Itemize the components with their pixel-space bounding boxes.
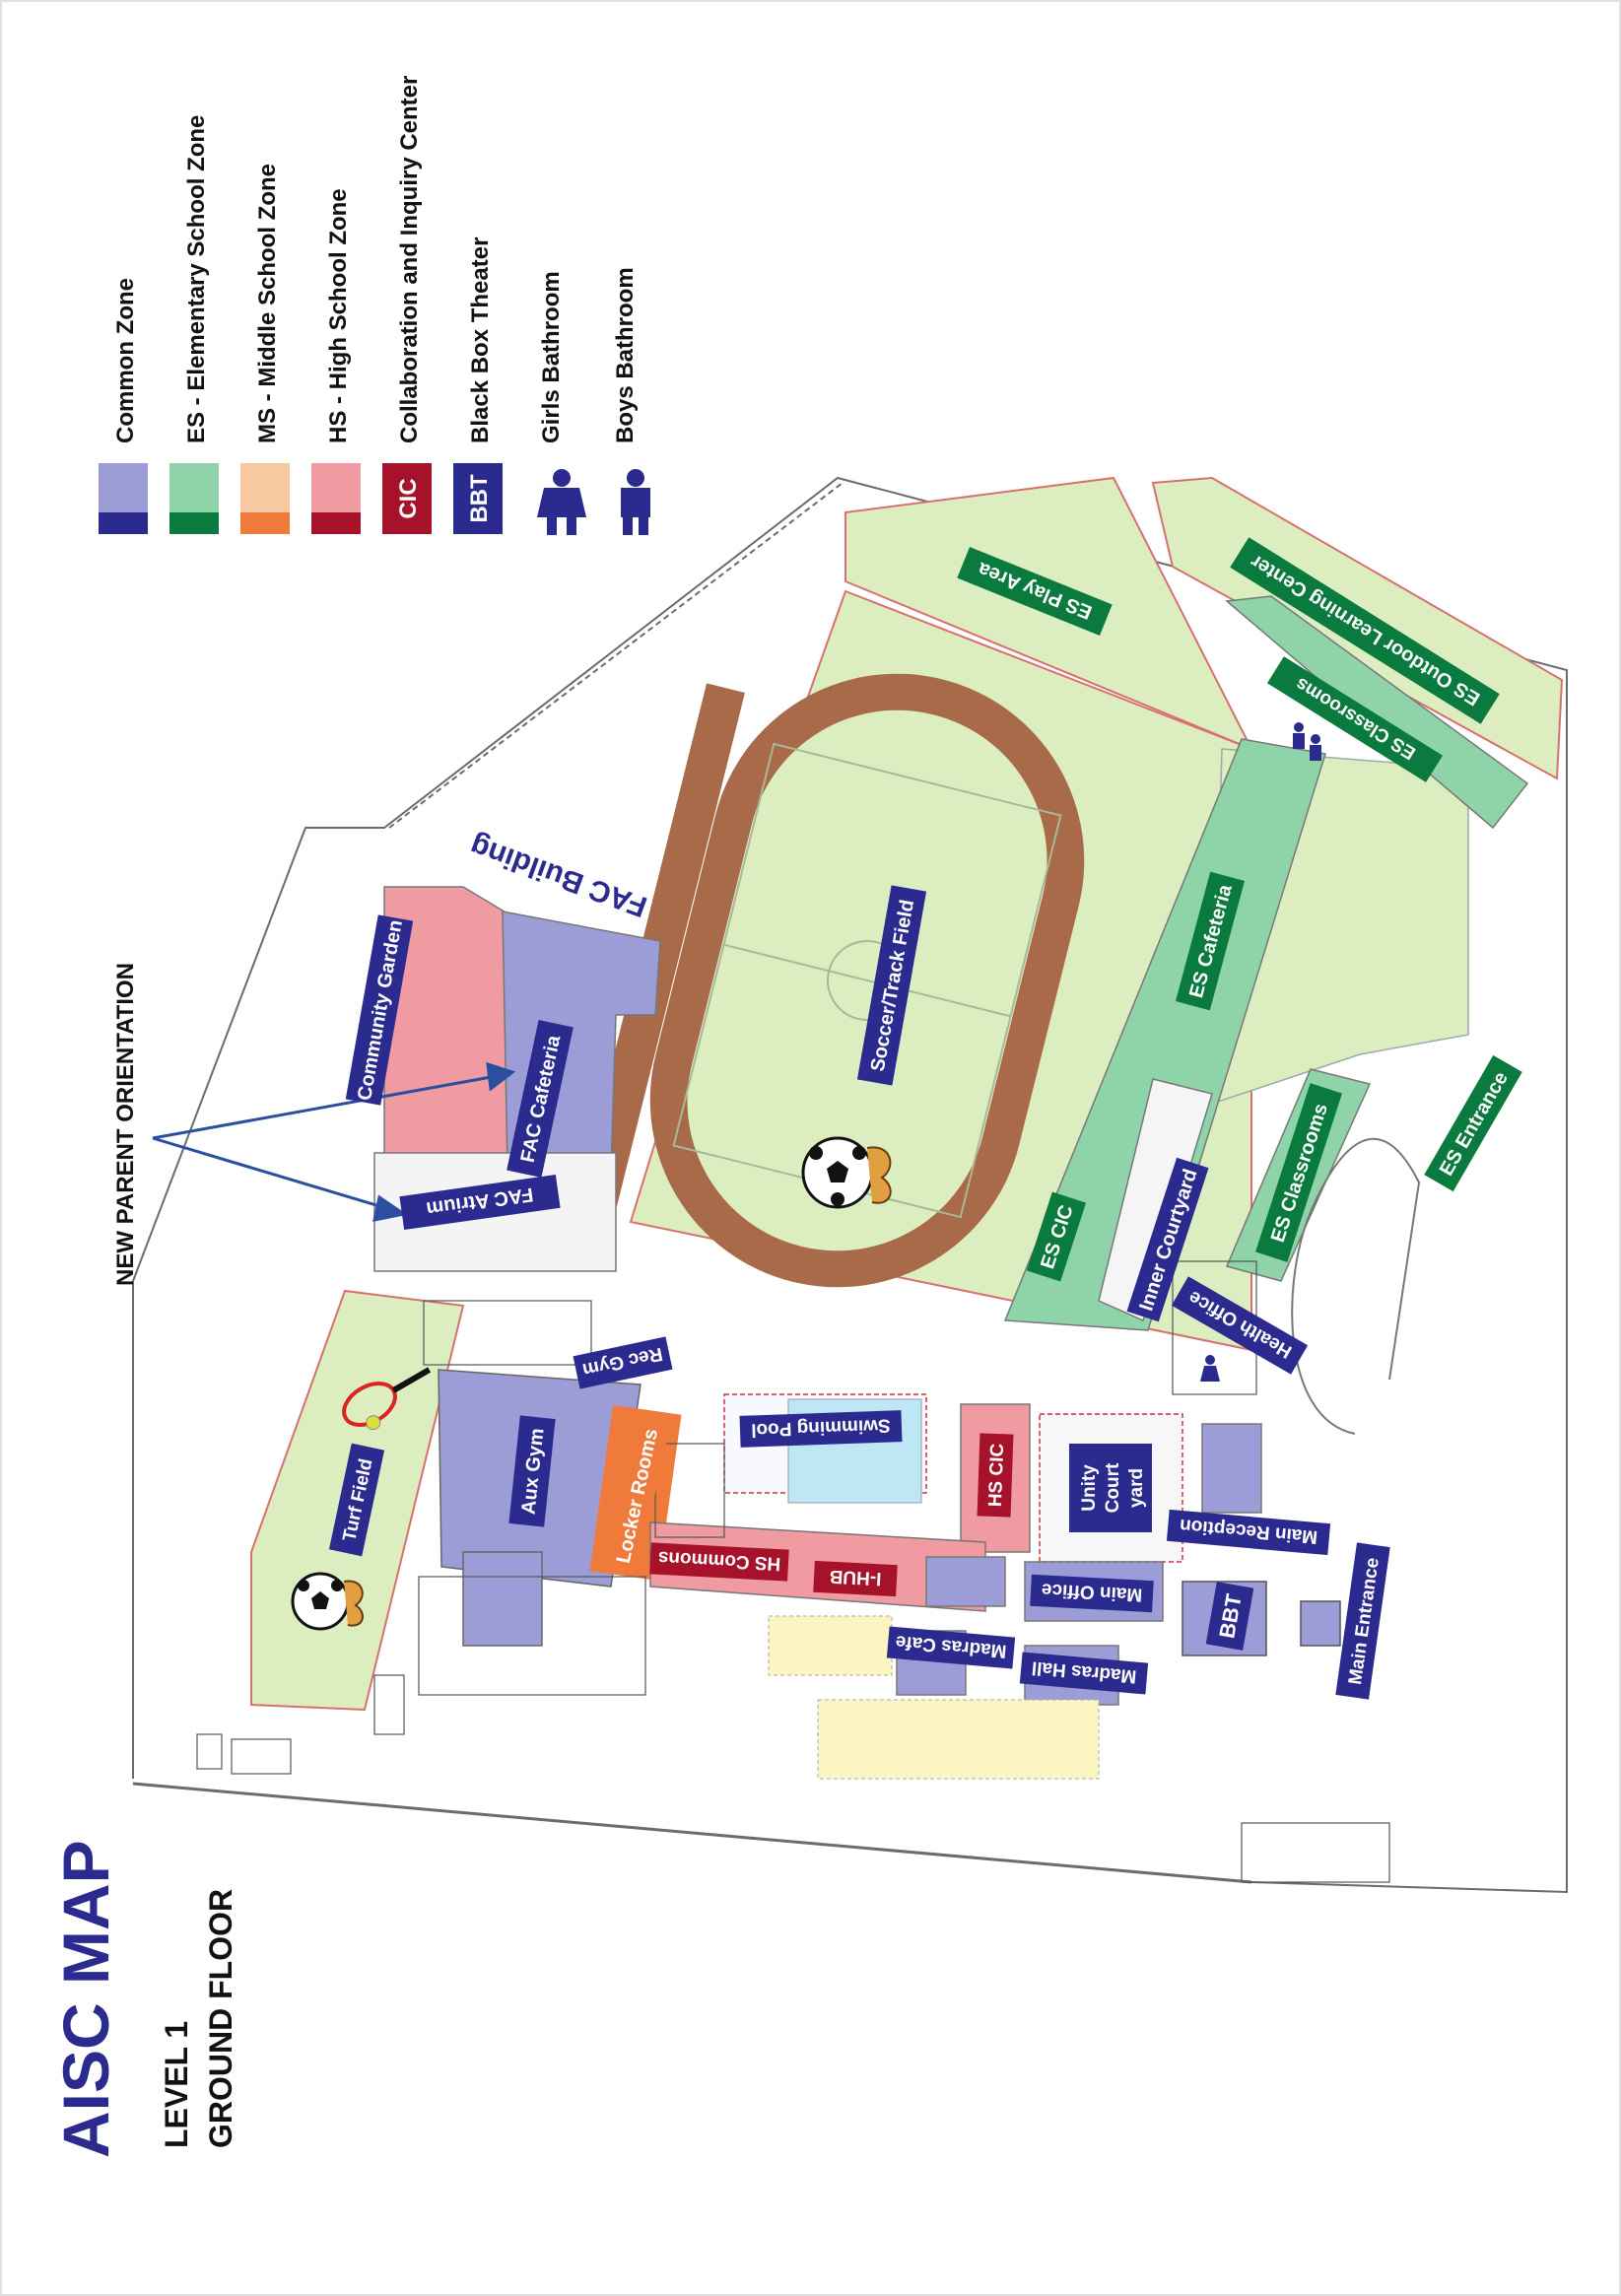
- legend-badge-bbt: BBT: [453, 463, 503, 534]
- legend-swatch-es: [169, 463, 219, 534]
- legend-label-girls: Girls Bathroom: [538, 271, 565, 443]
- community-garden-label-bg: [345, 914, 414, 1106]
- map-level: LEVEL 1: [159, 2021, 194, 2148]
- legend-label-es: ES - Elementary School Zone: [183, 115, 210, 443]
- site-outline: [132, 476, 1568, 1894]
- swimming-pool-label[interactable]: Swimming Pool: [751, 1415, 891, 1441]
- unity-courtyard-block: [1039, 1413, 1183, 1563]
- orientation-arrows: [152, 1061, 516, 1222]
- main-reception-block: [1201, 1423, 1262, 1514]
- legend-badge-bbt-text: BBT: [466, 474, 493, 523]
- unity-courtyard-label-1[interactable]: Unity: [1079, 1464, 1100, 1512]
- hs-cic-label[interactable]: HS CIC: [985, 1443, 1008, 1507]
- map-title: AISC MAP: [49, 1840, 122, 2158]
- boy-icon: [1293, 722, 1321, 761]
- legend-label-cic: Collaboration and Inquiry Center: [396, 76, 423, 443]
- es-entrance-label[interactable]: ES Entrance: [1436, 1068, 1513, 1180]
- legend-label-hs: HS - High School Zone: [325, 188, 352, 443]
- tennis-racket-icon: [342, 1367, 432, 1431]
- legend-swatch-common: [99, 463, 148, 534]
- legend-badge-cic: CIC: [382, 463, 432, 534]
- soccer-ball-icon: [801, 1136, 892, 1209]
- soccer-ball-icon: [291, 1572, 364, 1631]
- legend-swatch-ms: [240, 463, 290, 534]
- legend-label-bbt: Black Box Theater: [467, 237, 494, 443]
- legend-swatch-hs: [311, 463, 361, 534]
- new-parent-orientation-annotation: NEW PARENT ORIENTATION: [112, 963, 139, 1286]
- map-floor: GROUND FLOOR: [203, 1889, 238, 2148]
- legend-label-ms: MS - Middle School Zone: [254, 164, 281, 443]
- boy-icon: [621, 469, 650, 535]
- girl-icon: [1200, 1355, 1220, 1382]
- legend-label-boys: Boys Bathroom: [612, 267, 639, 443]
- legend: CIC BBT Common Zone ES - Elementary Scho…: [99, 76, 650, 535]
- i-hub-label[interactable]: I-HUB: [829, 1566, 882, 1589]
- unity-courtyard-label-2[interactable]: Court: [1103, 1462, 1123, 1513]
- yellow-annex-2: [817, 1699, 1100, 1780]
- driveway: [1291, 1137, 1421, 1435]
- main-entrance-block: [1300, 1600, 1341, 1647]
- girl-icon: [537, 469, 586, 535]
- legend-badge-cic-text: CIC: [395, 478, 422, 518]
- legend-label-common: Common Zone: [112, 278, 139, 443]
- yellow-annex-1: [768, 1615, 893, 1676]
- unity-courtyard-label-3[interactable]: yard: [1126, 1468, 1147, 1508]
- i-hub-common-block: [925, 1556, 1006, 1607]
- aux-gym-court: [462, 1551, 543, 1647]
- inner-courtyard: [1098, 1078, 1213, 1322]
- running-track: [649, 673, 1085, 1288]
